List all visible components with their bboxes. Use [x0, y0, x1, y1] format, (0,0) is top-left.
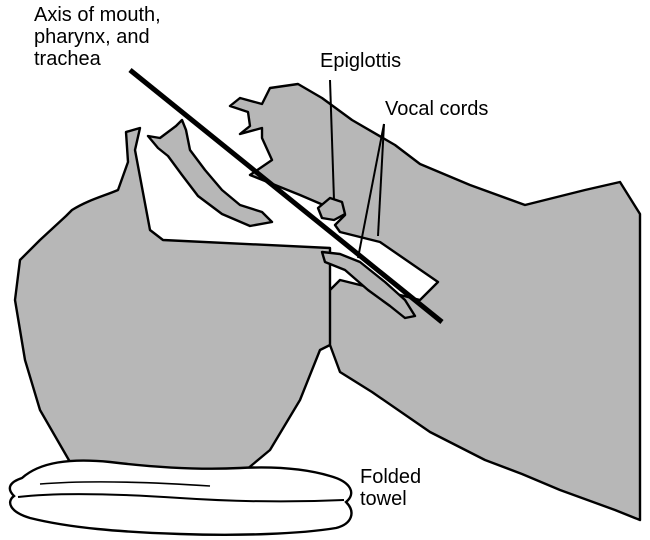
- epiglottis-leader: [329, 79, 335, 201]
- towel-fold-line-2: [39, 481, 211, 487]
- vocal-cords-label: Vocal cords: [385, 98, 489, 120]
- towel-fold-line: [17, 493, 345, 503]
- axis-label: Axis of mouth, pharynx, and trachea: [34, 4, 161, 70]
- epiglottis-tip: [316, 196, 347, 222]
- head-neck-shape: [13, 82, 642, 522]
- vocal-cords-leader-2: [377, 123, 385, 237]
- vocal-cords-leader-1: [357, 123, 385, 259]
- larynx-strip: [320, 250, 417, 320]
- head-and-neck-silhouette: [8, 82, 642, 536]
- axis-line: [128, 68, 444, 324]
- tongue-shape: [146, 118, 274, 228]
- epiglottis-label: Epiglottis: [320, 50, 402, 72]
- folded-towel-label: Folded towel: [360, 466, 422, 510]
